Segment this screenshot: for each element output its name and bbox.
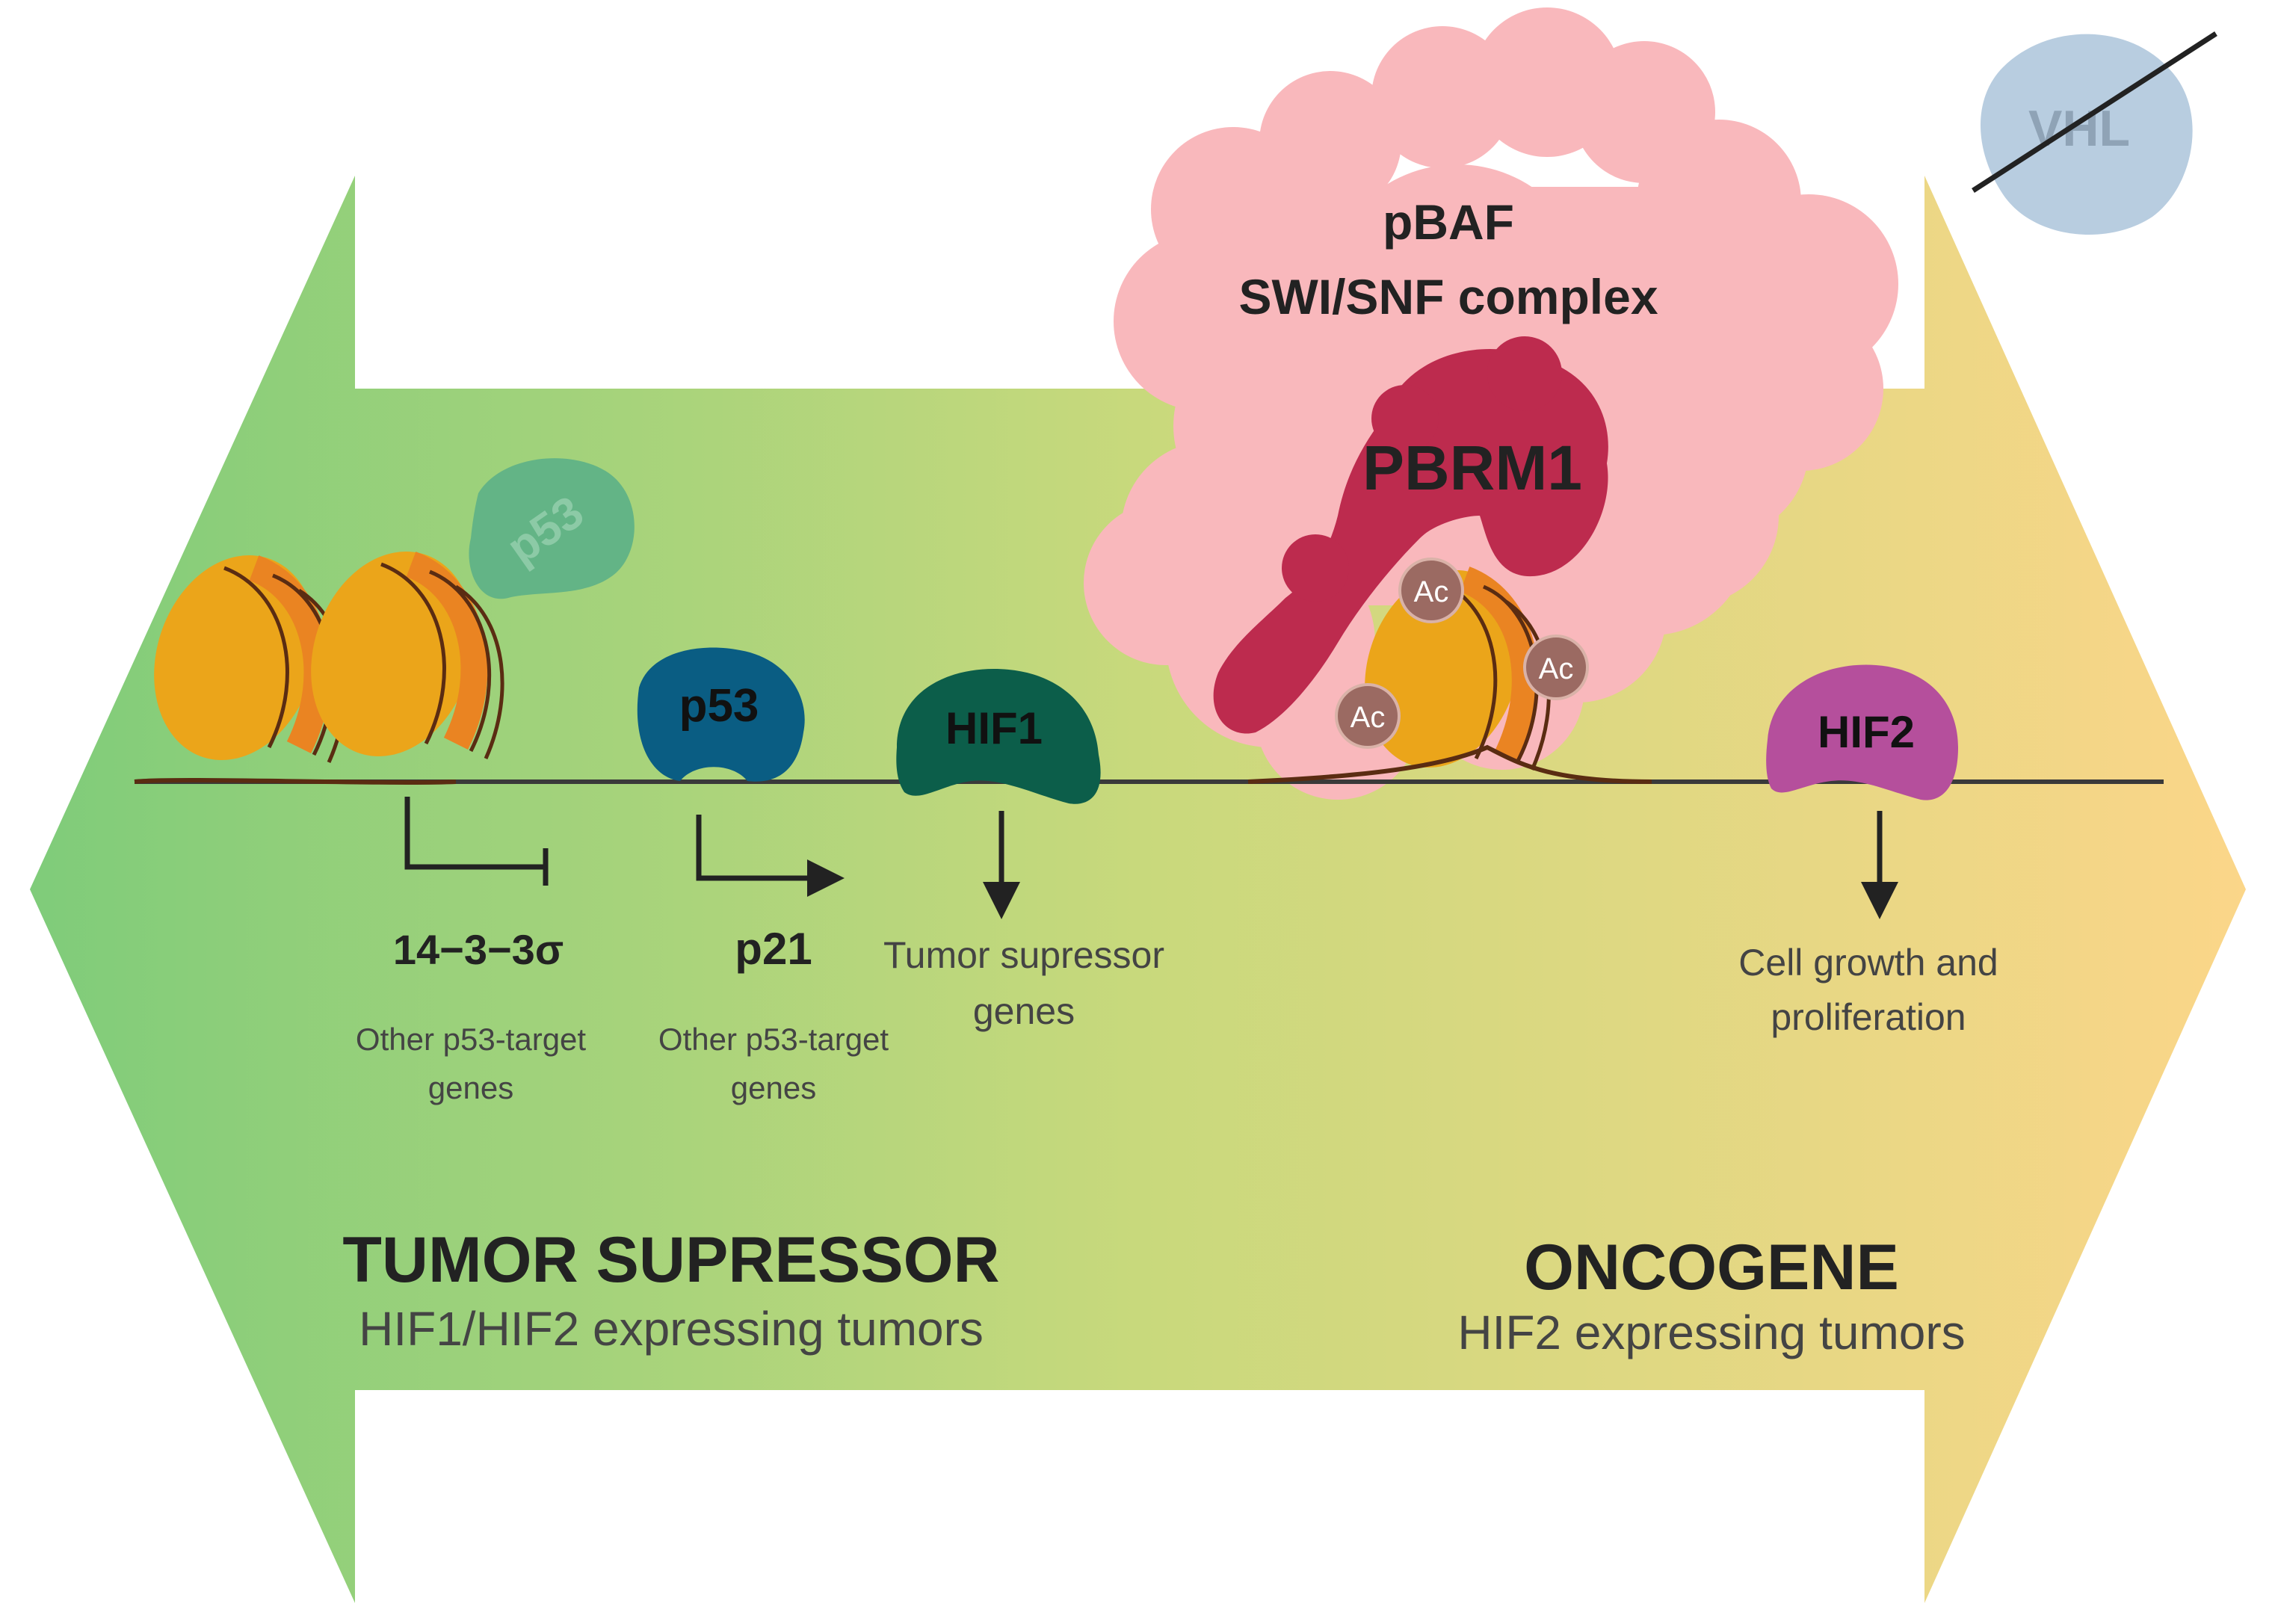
vhl-strike-line <box>1972 31 2217 193</box>
left-subtitle: HIF1/HIF2 expressing tumors <box>359 1302 984 1356</box>
right-title: ONCOGENE <box>1524 1232 1899 1303</box>
acetyl-mark-left: Ac <box>1335 683 1401 749</box>
p53-faded-protein: p53 <box>469 458 635 599</box>
hif1-down-arrowhead <box>983 882 1020 919</box>
pbrm1-protein <box>1213 336 1608 734</box>
other-targets-left-line2: genes <box>428 1070 513 1105</box>
nucleosome-left-2 <box>311 551 504 760</box>
acetyl-label-right: Ac <box>1539 652 1574 685</box>
left-title: TUMOR SUPRESSOR <box>342 1224 999 1296</box>
vhl-label: VHL <box>2028 100 2130 157</box>
p53-label: p53 <box>679 680 759 732</box>
pbrm1-label: PBRM1 <box>1362 433 1582 503</box>
tumor-supressor-genes-line1: Tumor supressor <box>883 934 1164 976</box>
gene-14-3-3-sigma: 14−3−3σ <box>393 926 564 973</box>
pbaf-label-line1: pBAF <box>1383 194 1514 250</box>
hif1-label: HIF1 <box>945 703 1043 753</box>
hif2-protein: HIF2 <box>1766 664 1958 800</box>
activation-arrowhead-p21 <box>807 859 845 897</box>
vhl-protein: VHL <box>1972 31 2217 235</box>
right-subtitle: HIF2 expressing tumors <box>1457 1306 1965 1359</box>
gene-p21: p21 <box>735 924 812 974</box>
p53-protein: p53 <box>637 647 805 782</box>
other-targets-right-line1: Other p53-target <box>658 1022 889 1057</box>
dna-wrap-left <box>134 778 457 785</box>
acetyl-label-top: Ac <box>1414 575 1449 608</box>
pbaf-label-line2: SWI/SNF complex <box>1238 269 1658 324</box>
cell-growth-line2: proliferation <box>1771 996 1966 1038</box>
hif1-protein: HIF1 <box>896 669 1101 804</box>
repression-arrow <box>404 797 549 886</box>
cell-growth-line1: Cell growth and <box>1738 942 1998 984</box>
double-arrow-background <box>30 176 2246 1603</box>
pbaf-complex <box>1084 7 1898 800</box>
activation-arrow-p21 <box>696 815 815 881</box>
hif2-label: HIF2 <box>1818 707 1915 757</box>
other-targets-right-line2: genes <box>731 1070 816 1105</box>
acetyl-mark-top: Ac <box>1398 558 1464 623</box>
other-targets-left-line1: Other p53-target <box>356 1022 587 1057</box>
acetyl-mark-right: Ac <box>1523 635 1589 700</box>
tumor-supressor-genes-line2: genes <box>973 990 1075 1032</box>
acetyl-label-left: Ac <box>1351 701 1386 734</box>
hif2-down-arrowhead <box>1861 882 1898 919</box>
